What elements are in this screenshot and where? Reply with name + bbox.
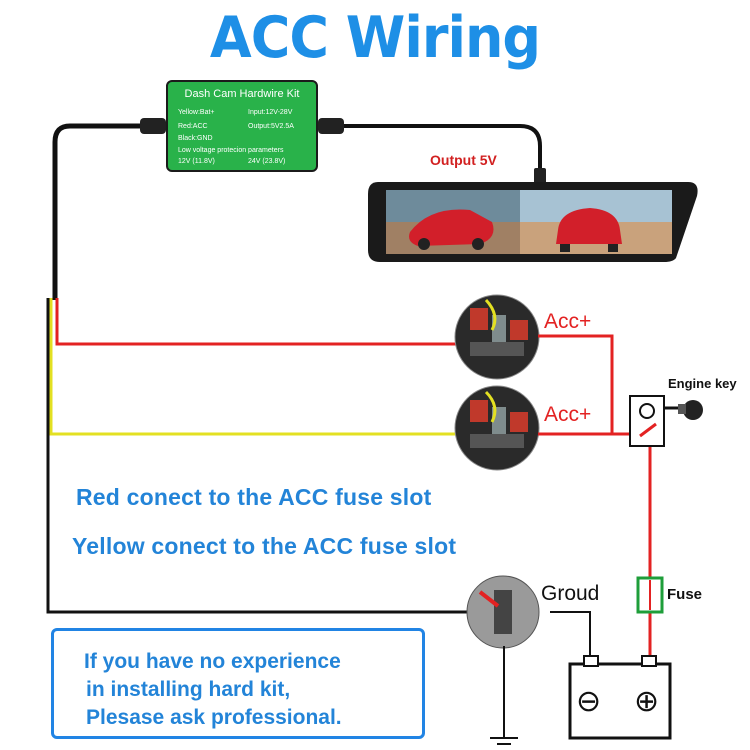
- fuse-label: Fuse: [667, 586, 703, 603]
- module-output: Output:5V2.5A: [248, 123, 294, 130]
- ground-lead-to-battery: [550, 611, 591, 664]
- black-cable-upper: [52, 123, 166, 300]
- module-24v: 24V (23.8V): [248, 158, 286, 165]
- warning-line-3: Plesase ask professional.: [86, 706, 342, 729]
- warning-line-2: in installing hard kit,: [86, 678, 291, 701]
- acc-circuit-top: [538, 334, 614, 434]
- acc-label-bottom: Acc+: [544, 403, 592, 426]
- module-low-voltage: Low voltage protecion parameters: [178, 147, 284, 154]
- module-input: Input:12V-28V: [248, 109, 293, 116]
- note-red: Red conect to the ACC fuse slot: [76, 484, 432, 510]
- ground-label: Groud: [541, 582, 600, 605]
- plug: [534, 168, 546, 186]
- output-label: Output 5V: [430, 152, 497, 168]
- ferrite-right: [318, 118, 344, 134]
- red-wire: [55, 298, 460, 346]
- ground-clamp: [466, 575, 540, 649]
- module-red: Red:ACC: [178, 123, 208, 130]
- ferrite-left: [140, 118, 166, 134]
- engine-key-label: Engine key: [668, 376, 737, 391]
- fuse-symbol: [636, 576, 664, 614]
- warning-box: [51, 628, 425, 739]
- acc-fuse-box-bottom: [454, 385, 540, 471]
- yellow-wire: [49, 298, 460, 436]
- engine-key-switch: [629, 395, 703, 447]
- battery-positive-icon: ⊕: [634, 685, 660, 718]
- module-yellow: Yellow:Bat+: [178, 109, 215, 116]
- module-black: Black:GND: [178, 135, 213, 142]
- acc-fuse-box-top: [454, 294, 540, 380]
- output-cable: [318, 124, 542, 172]
- module-12v: 12V (11.8V): [178, 158, 215, 165]
- black-ground-wire: [46, 298, 470, 614]
- mirror-camera: [368, 182, 698, 262]
- page-title: ACC Wiring: [209, 4, 541, 71]
- warning-line-1: If you have no experience: [84, 650, 341, 673]
- note-yellow: Yellow conect to the ACC fuse slot: [72, 533, 457, 559]
- battery-negative-icon: ⊖: [576, 685, 602, 718]
- hardwire-kit-module: Dash Cam Hardwire Kit Yellow:Bat+ Input:…: [166, 80, 318, 172]
- module-title: Dash Cam Hardwire Kit: [184, 88, 300, 100]
- battery: [568, 655, 672, 740]
- acc-label-top: Acc+: [544, 310, 592, 333]
